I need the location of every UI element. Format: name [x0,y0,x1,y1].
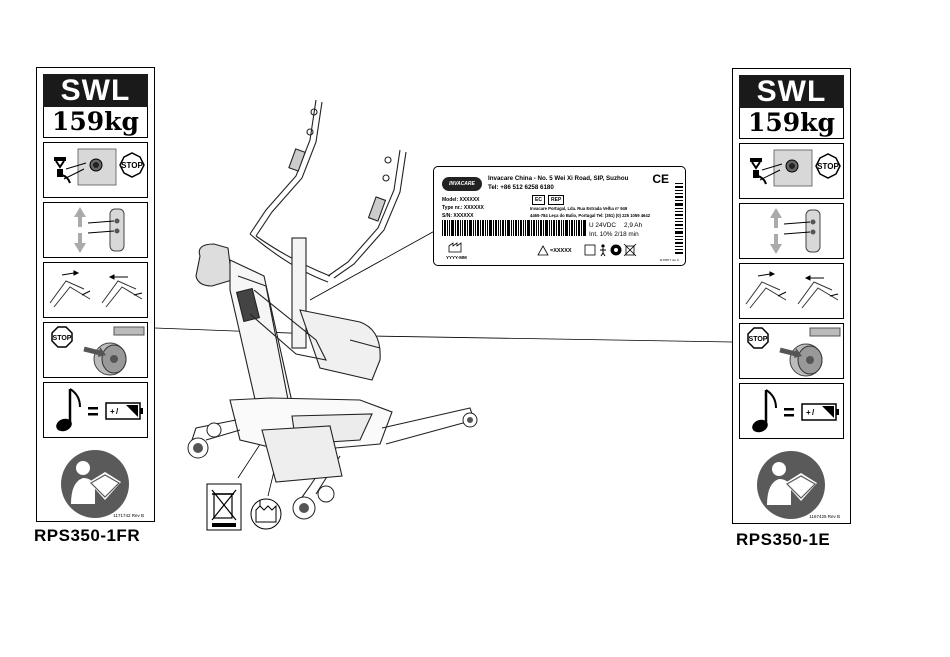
svg-text:+: + [806,408,811,417]
plate-serial: S/N: XXXXXX [442,213,474,219]
hand-control-up-down-icon [74,207,125,253]
leg-spread-panel [739,263,844,319]
rep-address-1: Invacare Portugal, Lda. Rua Estrada Velh… [530,206,628,211]
model-name-right: RPS350-1E [736,530,831,549]
svg-text:/: / [812,408,815,417]
brake-panel: STOP [739,323,844,379]
battery-charge-icon: + / [752,389,839,433]
factory-icon [448,242,462,253]
plate-weee-icon [623,243,637,257]
leg-spread-icon [745,271,839,309]
plate-capacity: 2,9 Ah [624,222,643,229]
manufacture-date-icon [250,498,282,530]
weee-bin-icon [206,483,242,531]
plate-type: Type nr.: XXXXXX [442,205,484,211]
swl-banner: SWL [43,74,148,107]
rep-box: REP [548,195,565,205]
leader-line-plate [309,227,441,301]
type-b-person-icon [600,244,606,257]
manufacturer-address: Invacare China - No. 5 Wei Xi Road, SIP,… [488,175,629,182]
leg-spread-panel [43,262,148,318]
leader-line-right [369,335,733,343]
read-manual-panel: 1171742 Rev B [43,446,148,522]
hand-control-panel [43,202,148,258]
ec-box: EC [532,195,545,205]
castor-brake-icon: STOP [747,327,841,377]
label-ref-code: 1167425 Rev B [809,514,840,519]
swl-weight: 159kg [739,108,844,139]
emergency-stop-icon: STOP [54,148,145,186]
ce-mark: CE [652,172,669,186]
invacare-logo: INVACARE [442,177,482,191]
brake-stop-text: STOP [749,336,768,343]
battery-charge-icon: + / [56,388,143,432]
brake-panel: STOP [43,322,148,378]
stop-sign-text: STOP [121,161,143,170]
plate-intermittent: Int. 10% 2/18 min [589,231,639,238]
plate-voltage: U 24VDC [589,222,616,229]
brake-stop-text: STOP [53,335,72,342]
stop-sign-text: STOP [817,162,839,171]
svg-text:/: / [116,407,119,416]
manufacturer-tel: Tel: +86 512 6258 6180 [488,184,554,191]
label-ref-code: 1171742 Rev B [113,513,144,518]
swl-weight: 159kg [43,107,148,138]
class-ii-icon [584,244,596,256]
rep-address-2: 4465-784 Leça do Balio, Portugal Tel: (3… [530,213,651,218]
read-manual-icon [757,451,825,519]
hand-control-up-down-icon [770,208,821,254]
barcode [442,220,586,236]
read-manual-icon [61,450,129,518]
label-strip-left: SWL 159kg STOP [36,67,155,522]
side-barcode [675,183,683,254]
lift-frame [189,99,475,501]
charge-panel: + / [739,383,844,439]
model-name-left: RPS350-1FR [34,526,141,545]
swl-banner: SWL [739,75,844,108]
svg-text:+: + [110,407,115,416]
plate-symbols [584,243,637,257]
recycle-icon [610,244,622,256]
hand-control-panel [739,203,844,259]
emergency-stop-panel: STOP [43,142,148,198]
castors [187,412,478,520]
castor-brake-icon: STOP [51,326,145,376]
charge-panel: + / [43,382,148,438]
plate-weight-code: =XXXXX [550,248,572,254]
emergency-stop-icon: STOP [750,149,841,187]
weight-icon [537,245,549,256]
leg-spread-icon [49,270,143,308]
plate-date-format: YYYY-MM [446,255,467,260]
plate-code: 1170877 rev C [659,258,679,262]
rating-plate: INVACARE Invacare China - No. 5 Wei Xi R… [433,166,686,266]
label-strip-right: SWL 159kg STOP [732,68,851,524]
plate-model: Model: XXXXXX [442,197,480,203]
read-manual-panel: 1167425 Rev B [739,447,844,523]
emergency-stop-panel: STOP [739,143,844,199]
